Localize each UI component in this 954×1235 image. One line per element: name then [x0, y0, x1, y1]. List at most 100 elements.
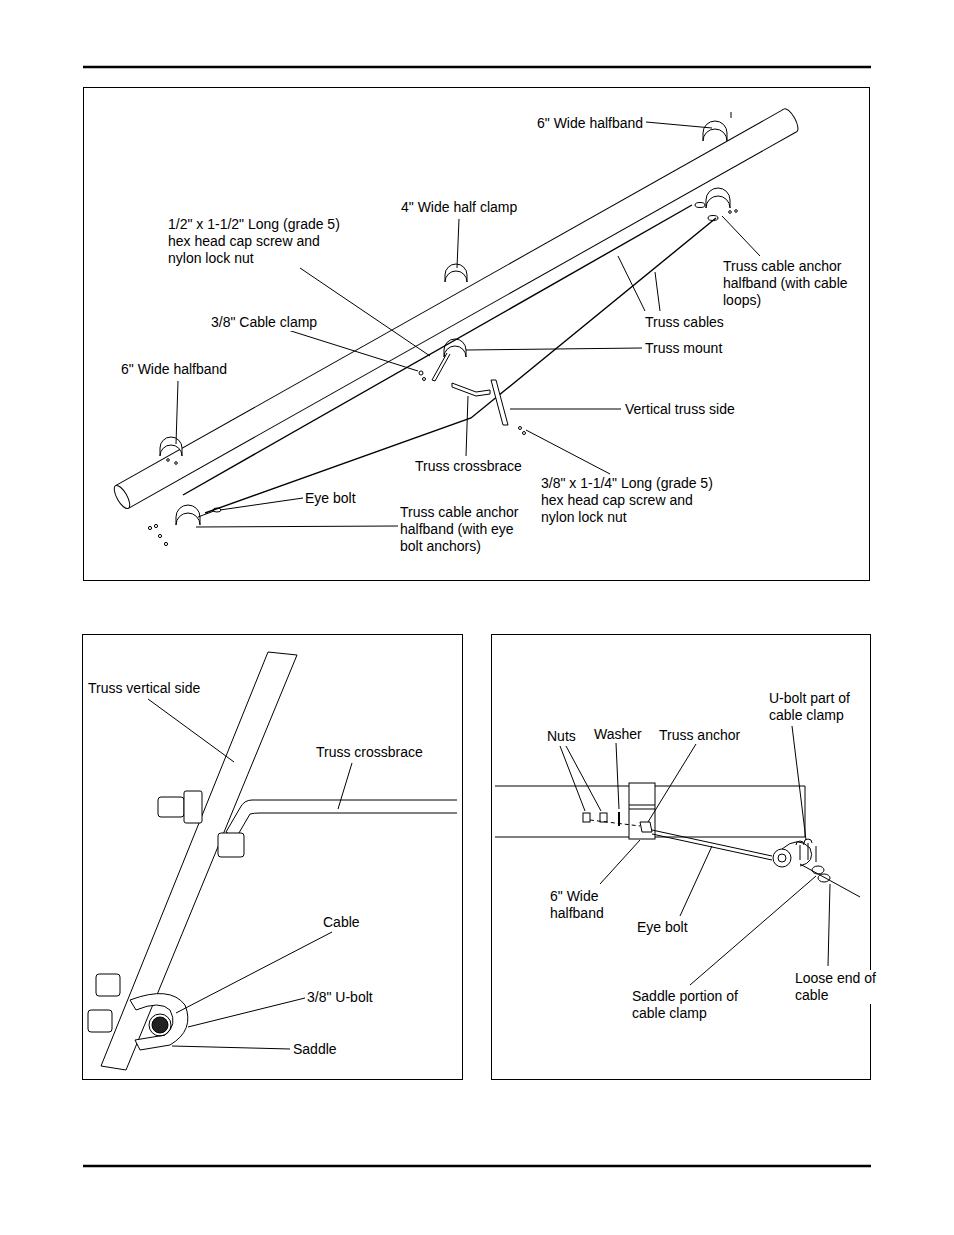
callout-label: 4" Wide half clamp: [401, 199, 517, 216]
pipe: [116, 109, 797, 508]
pipe: [784, 107, 801, 132]
callout-label: 1/2" x 1-1/2" Long (grade 5) hex head ca…: [168, 216, 352, 267]
leader-lines: [196, 526, 398, 527]
leader-lines: [176, 381, 178, 444]
washer: [618, 812, 620, 826]
callout-label: Loose end of cable: [795, 970, 885, 1004]
leader-lines: [722, 216, 760, 256]
truss-crossbrace: [452, 383, 490, 396]
callout-label: 6" Wide halfband: [550, 888, 614, 922]
halfband: [703, 121, 727, 141]
nut: [148, 526, 151, 529]
halfband: [629, 805, 655, 806]
callout-label: Truss anchor: [659, 727, 740, 744]
pipe: [128, 132, 796, 509]
bolt-nut: [96, 974, 120, 996]
leader-lines: [648, 744, 696, 822]
cable-clamp: [423, 378, 426, 381]
leader-lines: [220, 498, 303, 510]
nut: [158, 534, 161, 537]
leader-lines: [680, 846, 712, 916]
callout-label: 6" Wide halfband: [121, 361, 227, 378]
leader-lines: [526, 430, 610, 474]
leader-lines: [646, 122, 712, 128]
leader-lines: [792, 726, 806, 840]
saddle: [812, 866, 824, 874]
saddle: [812, 866, 830, 882]
callout-label: Truss vertical side: [88, 680, 200, 697]
leader-lines: [466, 348, 642, 350]
bolt-nut: [184, 791, 202, 823]
leader-lines: [172, 1046, 290, 1049]
nut: [583, 813, 590, 822]
bolt: [175, 462, 178, 465]
nut: [164, 542, 167, 545]
callout-label: Truss crossbrace: [316, 744, 423, 761]
screw: [523, 432, 526, 435]
truss-mount-leg: [432, 353, 450, 381]
bolt: [735, 210, 738, 213]
halfband: [629, 783, 655, 839]
leader-lines: [560, 746, 585, 811]
callout-label: Saddle portion of cable clamp: [632, 988, 760, 1022]
callout-label: Washer: [594, 726, 642, 743]
callout-label: Truss cable anchor halfband (with eye bo…: [400, 504, 532, 555]
callout-label: Eye bolt: [305, 490, 356, 507]
callout-label: U-bolt part of cable clamp: [769, 690, 865, 724]
leader-lines: [176, 122, 760, 527]
callout-label: Nuts: [547, 728, 576, 745]
callout-label: Truss crossbrace: [415, 458, 522, 475]
leader-lines: [338, 763, 352, 809]
bolt-nut: [158, 797, 184, 817]
callout-label: 3/8" x 1-1/4" Long (grade 5) hex head ca…: [541, 475, 725, 526]
u-bolt: [796, 839, 812, 845]
leader-lines: [618, 256, 645, 311]
callout-label: 3/8" U-bolt: [307, 989, 373, 1006]
leader-lines: [457, 219, 459, 268]
anchor-halfband: [176, 505, 200, 525]
truss-crossbrace: [226, 800, 457, 838]
callout-label: Truss cable anchor halfband (with cable …: [723, 258, 861, 309]
nut: [600, 813, 607, 822]
callout-label: 3/8" Cable clamp: [211, 314, 317, 331]
panel-frame: [83, 635, 463, 1080]
bolt: [729, 211, 732, 214]
cable-clamp: [419, 371, 423, 375]
panel-frame: [492, 635, 871, 1080]
callout-label: Truss cables: [645, 314, 724, 331]
leader-lines: [466, 396, 468, 456]
cable-section: [152, 1017, 168, 1033]
callout-label: Truss mount: [645, 340, 722, 357]
leader-lines: [510, 409, 621, 410]
pipe: [116, 109, 784, 486]
leader-lines: [560, 726, 830, 985]
bottom-rule: [83, 1165, 871, 1168]
leader-lines: [566, 746, 601, 811]
callout-label: Saddle: [293, 1041, 337, 1058]
bolt: [731, 112, 732, 118]
pipe: [111, 107, 801, 511]
bolt: [167, 459, 170, 462]
callout-label: Vertical truss side: [625, 401, 735, 418]
bolt-nut: [88, 1010, 112, 1032]
leader-lines: [188, 998, 305, 1027]
centerline: [590, 820, 640, 826]
leader-lines: [148, 699, 234, 762]
anchor-halfband: [706, 188, 730, 208]
callout-label: Eye bolt: [637, 919, 688, 936]
leader-lines: [600, 840, 640, 884]
cable-loop: [695, 203, 705, 208]
eye: [778, 854, 786, 862]
leader-lines: [272, 325, 418, 371]
nut: [154, 524, 157, 527]
halfband: [160, 437, 182, 456]
truss-anchor: [640, 822, 652, 832]
top-rule: [83, 66, 871, 69]
saddle: [130, 994, 188, 1050]
cable-loop: [782, 842, 812, 866]
half-clamp: [445, 264, 467, 282]
u-bolt: [149, 1014, 171, 1036]
eye-bolt: [652, 830, 772, 856]
